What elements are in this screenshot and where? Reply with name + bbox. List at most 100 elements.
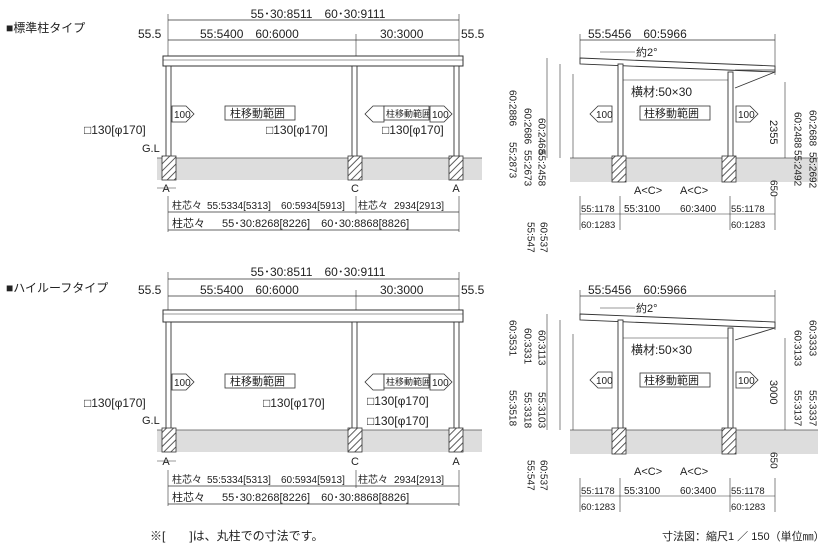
embed-b: 60:537 [538, 222, 549, 253]
h-left-mid1b: 60:2686 [522, 108, 533, 145]
side-move-range: 柱移動範囲 [644, 106, 699, 120]
overall-width-2: 55･30:8511 60･30:9111 [251, 265, 386, 279]
h2-left-top: 60:3531 [507, 320, 518, 357]
span-sub: 30:3000 [380, 27, 424, 41]
overall-width: 55･30:8511 60･30:9111 [251, 7, 386, 21]
mark-ac-right-2: A<C> [680, 466, 708, 478]
h2-left-mid2: 55:3103 [536, 392, 547, 429]
span-main-2: 55:5400 60:6000 [200, 283, 299, 297]
mark-a-left: A [162, 183, 170, 195]
section-title-highroof: ■ハイルーフタイプ [6, 281, 108, 295]
pitch-label-1-2: 柱芯々 [172, 473, 202, 486]
mark-ac-left-2: A<C> [634, 466, 662, 478]
side-arrow-100-left-2: 100 [596, 376, 613, 387]
footer-note: ※[ ]は、丸柱での寸法です。 [150, 528, 323, 543]
pitch-row2-2: 55･30:8268[8226] 60･30:8868[8826] [222, 492, 409, 504]
right-margin: 55.5 [461, 27, 485, 41]
ground-level-2: G.L [142, 415, 160, 427]
b2-left2: 60:1283 [581, 502, 615, 513]
mark-a-left-2: A [162, 456, 170, 468]
side-arrow-100-right: 100 [738, 110, 755, 121]
beam-label: 横材:50×30 [631, 85, 692, 99]
beam-label-2: 横材:50×30 [631, 343, 692, 357]
h-right-b: 60:2488 [792, 112, 803, 149]
left-margin-2: 55.5 [138, 283, 162, 297]
post-size-mid-2: □130[φ170] [263, 396, 325, 410]
pitch-row2: 55･30:8268[8226] 60･30:8868[8826] [222, 218, 409, 230]
side-slope: 約2° [636, 45, 658, 59]
h2-left-mid1: 55:3318 [522, 392, 533, 429]
side-arrow-100-left: 100 [596, 110, 613, 121]
pitch-label-1b-2: 柱芯々 [358, 473, 388, 486]
mark-ac-right: A<C> [680, 185, 708, 197]
mark-ac-left: A<C> [634, 185, 662, 197]
mark-c: C [351, 183, 359, 195]
b-left2: 60:1283 [581, 220, 615, 231]
mark-a-right: A [452, 183, 460, 195]
ground-level: G.L [142, 143, 160, 155]
post-size-left-2: □130[φ170] [84, 396, 146, 410]
post-size-left: □130[φ170] [84, 123, 146, 137]
embed-a: 55:547 [525, 222, 536, 253]
h2-right-a: 55:3137 [792, 390, 803, 427]
b-right2: 60:1283 [731, 220, 765, 231]
left-margin: 55.5 [138, 27, 162, 41]
embed2-b: 60:537 [538, 460, 549, 491]
front-view-standard: ■標準柱タイプ 55･30:8511 60･30:9111 55.5 55.5 … [6, 7, 485, 232]
side-view-standard: 55:5456 60:5966 約2° 横材:50×30 100 柱移動範囲 1… [507, 27, 818, 253]
arrow-100-right: 100 [432, 110, 449, 121]
embed2-a: 55:547 [525, 460, 536, 491]
section-title-standard: ■標準柱タイプ [6, 20, 85, 35]
h-left-outer: 55:2873 [507, 142, 518, 179]
post-size-right-2b: □130[φ170] [367, 414, 429, 428]
pitch-label-1: 柱芯々 [172, 199, 202, 212]
b2-left: 55:1178 [581, 486, 615, 497]
move-range-main-2: 柱移動範囲 [230, 374, 285, 388]
move-range-sub: 柱移動範囲 [386, 108, 431, 119]
side-view-highroof: 55:5456 60:5966 約2° 横材:50×30 100 柱移動範囲 1… [507, 283, 818, 513]
side-move-range-2: 柱移動範囲 [644, 373, 699, 387]
h2-right-c: 55:3337 [807, 390, 818, 427]
h-650: 650 [768, 180, 779, 197]
h-right-a: 55:2492 [792, 150, 803, 187]
pitch-row1-sub-2: 2934[2913] [394, 475, 444, 486]
pitch-label-2-2: 柱芯々 [172, 490, 205, 504]
pitch-row1-main: 55:5334[5313] 60:5934[5913] [207, 201, 345, 212]
b-mid2: 60:3400 [680, 204, 717, 215]
arrow-100-left: 100 [174, 110, 191, 121]
post-size-mid: □130[φ170] [266, 123, 328, 137]
side-depth: 55:5456 60:5966 [588, 27, 687, 41]
move-range-sub-2: 柱移動範囲 [386, 376, 431, 387]
arrow-100-right-2: 100 [432, 378, 449, 389]
h-left-mid2b: 60:2468 [536, 118, 547, 155]
h2-right-3000: 3000 [767, 380, 779, 404]
right-margin-2: 55.5 [461, 283, 485, 297]
pitch-row1-main-2: 55:5334[5313] 60:5934[5913] [207, 475, 345, 486]
front-view-highroof: ■ハイルーフタイプ 55･30:8511 60･30:9111 55.5 55.… [6, 265, 485, 506]
h-left-mid2: 55:2458 [536, 150, 547, 187]
b2-right: 55:1178 [731, 486, 765, 497]
arrow-100-left-2: 100 [174, 378, 191, 389]
side-slope-2: 約2° [636, 301, 658, 315]
h-left-mid1: 55:2673 [522, 150, 533, 187]
h2-right-d: 60:3333 [807, 320, 818, 357]
mark-c-2: C [351, 456, 359, 468]
h-right-d: 60:2688 [807, 110, 818, 147]
h2-left-mid2b: 60:3113 [536, 330, 547, 366]
b-mid1: 55:3100 [624, 204, 661, 215]
b-right: 55:1178 [731, 204, 765, 215]
h2-right-b: 60:3133 [792, 330, 803, 367]
footer-scale: 寸法図：縮尺1 ／ 150（単位㎜） [662, 529, 825, 543]
span-sub-2: 30:3000 [380, 283, 424, 297]
h-left-top: 60:2886 [507, 90, 518, 127]
h-right-c: 55:2692 [807, 152, 818, 189]
mark-a-right-2: A [452, 456, 460, 468]
b-left: 55:1178 [581, 204, 615, 215]
pitch-label-1b: 柱芯々 [358, 199, 388, 212]
b2-mid1: 55:3100 [624, 486, 661, 497]
side-arrow-100-right-2: 100 [738, 376, 755, 387]
h2-left-outer: 55:3518 [507, 390, 518, 427]
post-size-right-2: □130[φ170] [367, 394, 429, 408]
post-size-right: □130[φ170] [382, 123, 444, 137]
